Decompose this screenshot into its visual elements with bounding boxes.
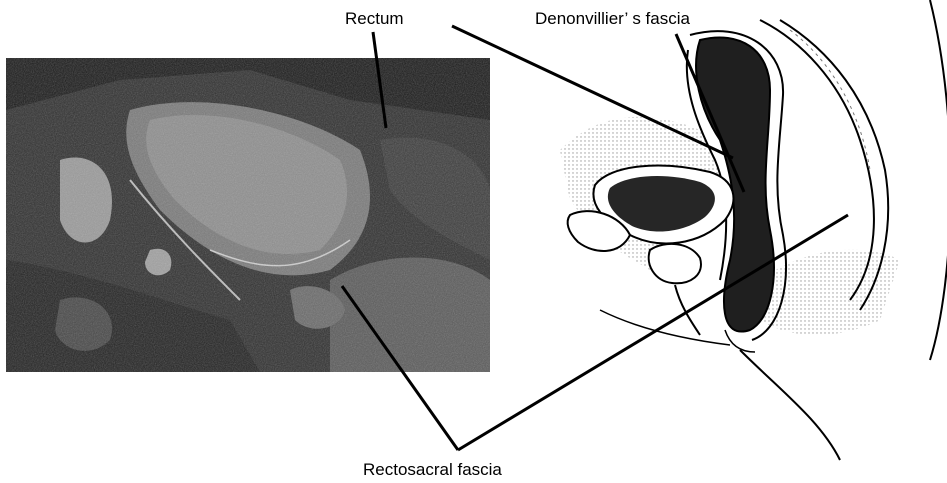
surgical-photo bbox=[6, 58, 490, 372]
rectum-label: Rectum bbox=[345, 10, 404, 27]
denonvilliers-fascia-label: Denonvillier’ s fascia bbox=[535, 10, 690, 27]
rectosacral-fascia-label: Rectosacral fascia bbox=[363, 461, 502, 478]
anatomy-drawing bbox=[560, 0, 947, 460]
